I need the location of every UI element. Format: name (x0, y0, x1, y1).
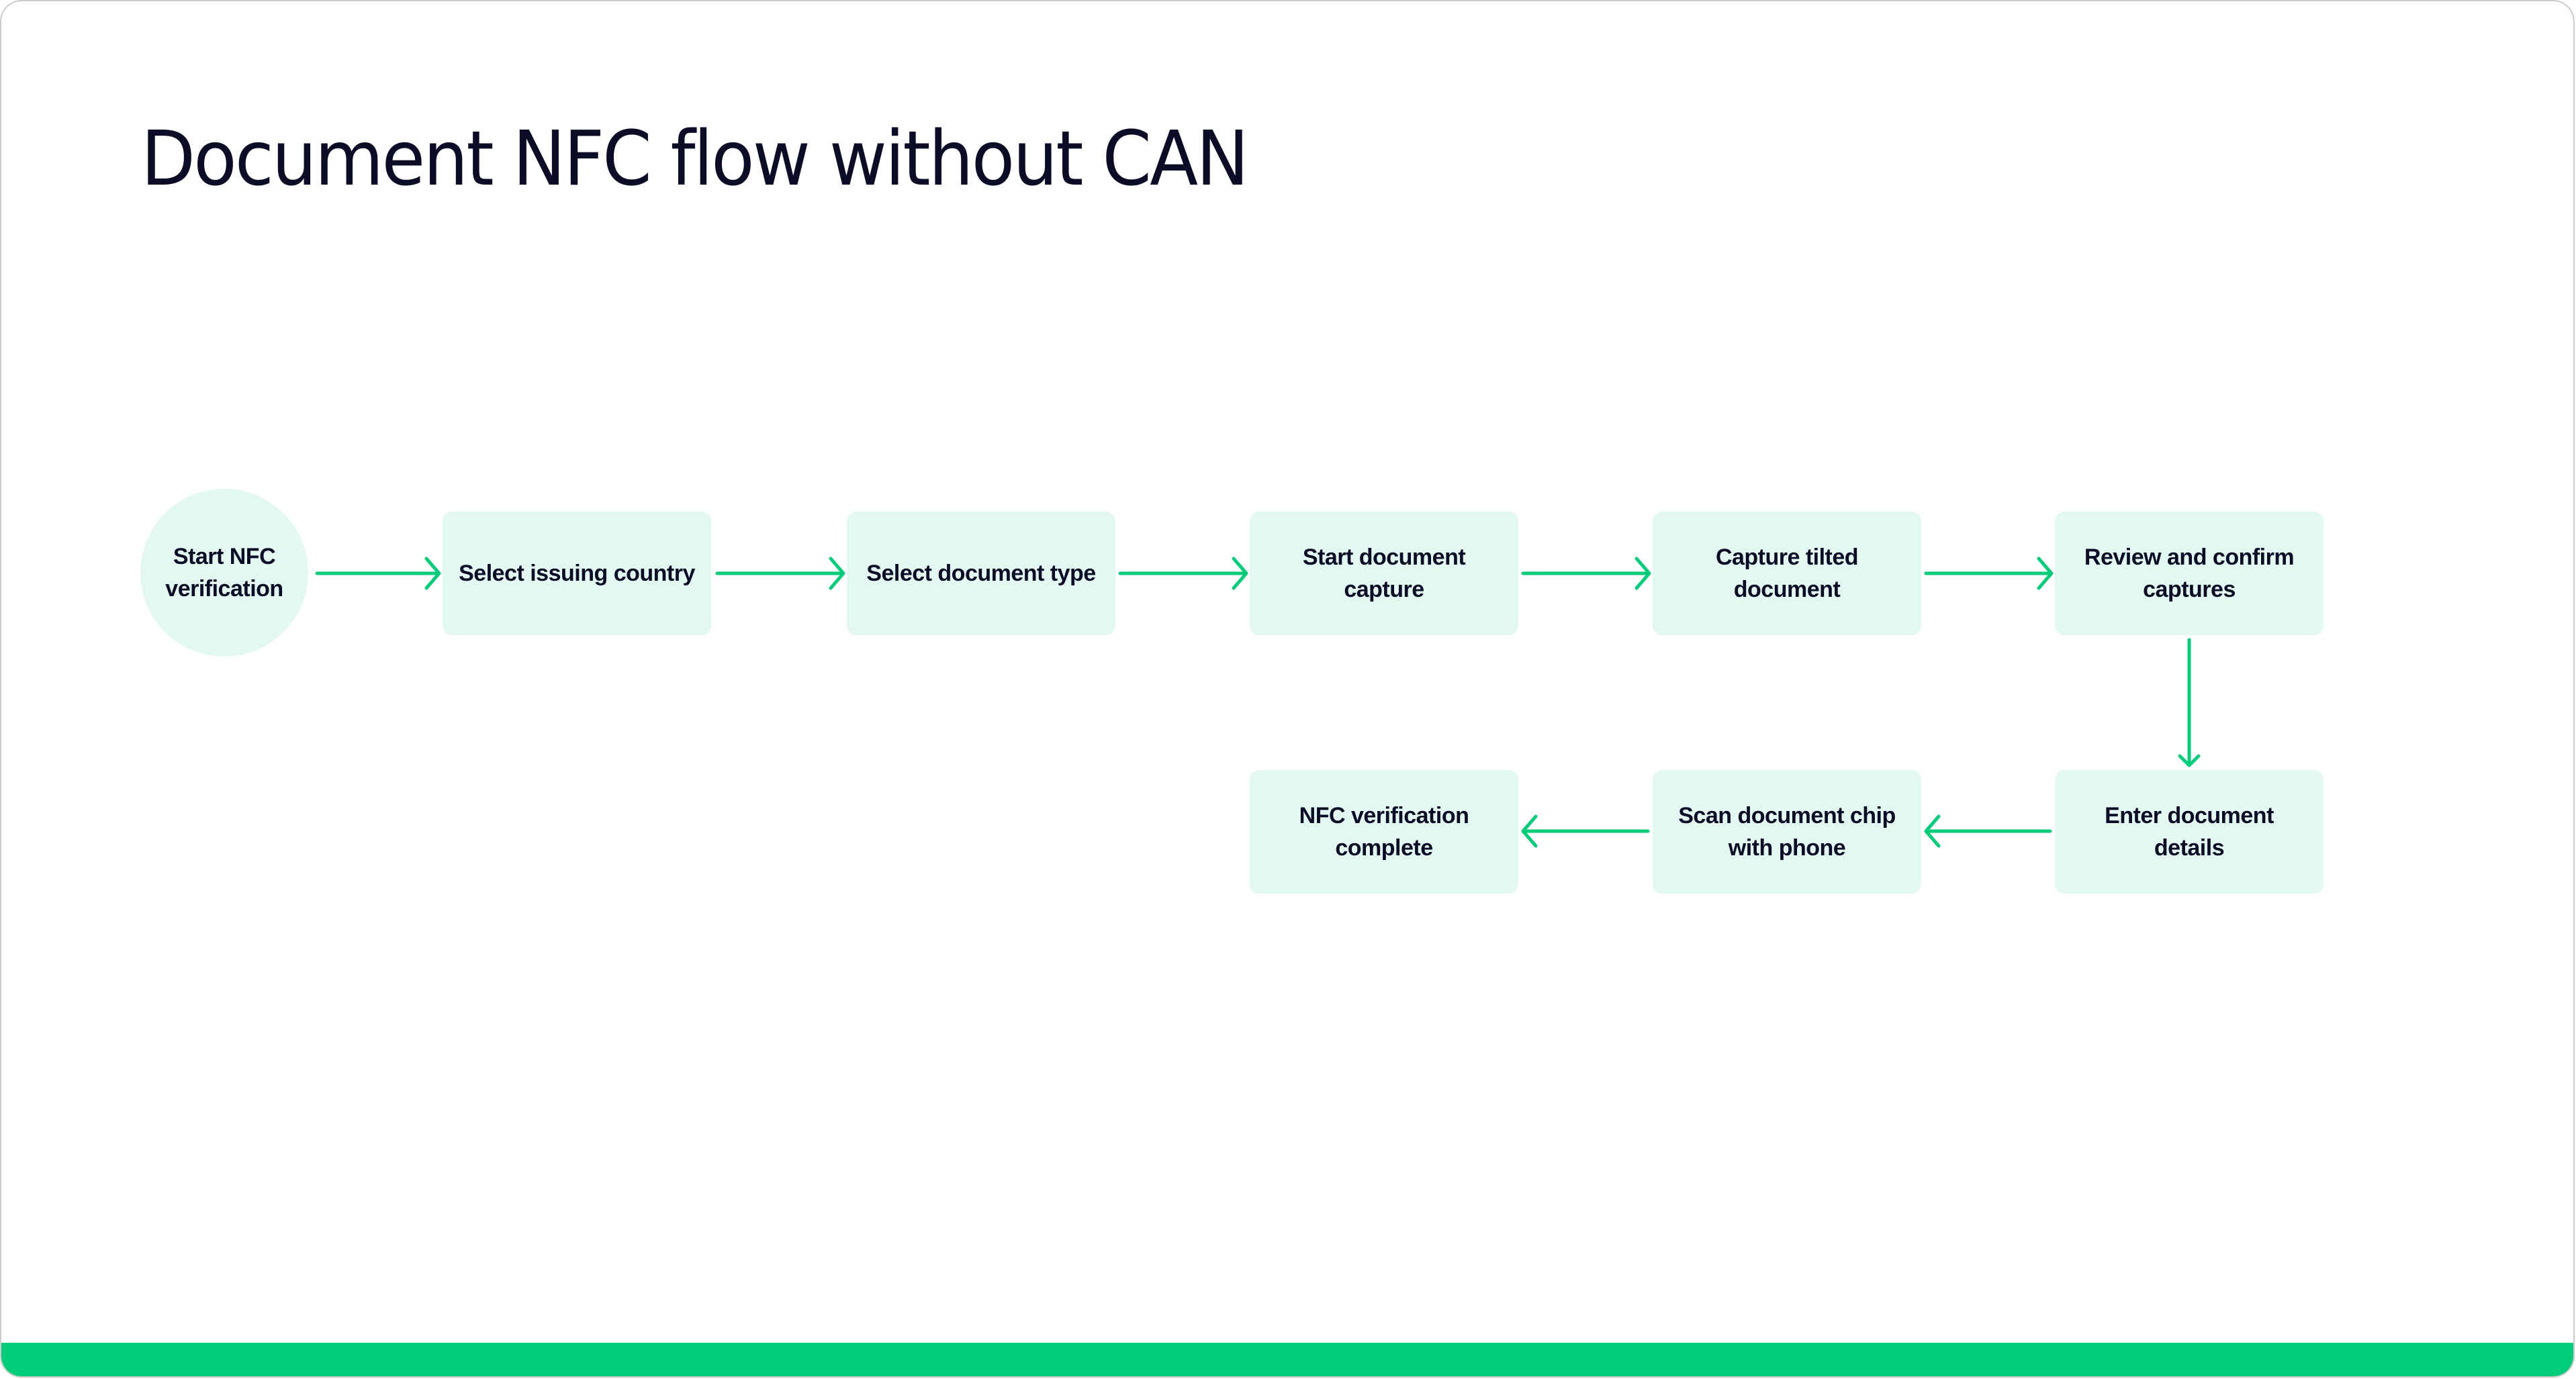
arrow-country-to-doc-type (715, 557, 845, 590)
node-select-issuing-country: Select issuing country (443, 512, 711, 635)
node-capture-tilted-document: Capture tilted document (1653, 512, 1921, 635)
node-label: Enter document details (2105, 803, 2274, 861)
node-enter-document-details: Enter document details (2055, 770, 2324, 894)
arrow-scan-to-complete (1521, 814, 1650, 848)
arrow-start-to-country (315, 557, 441, 590)
node-nfc-verification-complete: NFC verification complete (1250, 770, 1518, 894)
node-review-and-confirm-captures: Review and confirm captures (2055, 512, 2324, 635)
arrow-capture-to-tilted (1521, 557, 1651, 590)
node-label: Start document capture (1302, 544, 1466, 602)
node-label: Select document type (866, 561, 1096, 586)
arrow-tilted-to-review (1924, 557, 2054, 590)
node-label: Scan document chip with phone (1678, 803, 1896, 861)
node-scan-document-chip: Scan document chip with phone (1653, 770, 1921, 894)
footer-accent-bar (1, 1343, 2573, 1376)
arrow-details-to-scan (1924, 814, 2052, 848)
page-title: Document NFC flow without CAN (141, 115, 1249, 203)
node-label: Review and confirm captures (2084, 544, 2295, 602)
arrow-doc-type-to-capture (1118, 557, 1248, 590)
node-label: Start NFC verification (165, 544, 283, 602)
node-start-nfc-verification: Start NFC verification (140, 489, 308, 657)
node-label: NFC verification complete (1299, 803, 1469, 861)
node-select-document-type: Select document type (847, 512, 1115, 635)
node-label: Capture tilted document (1715, 544, 1859, 602)
node-start-document-capture: Start document capture (1250, 512, 1518, 635)
node-label: Select issuing country (459, 561, 695, 586)
arrow-review-to-details (2178, 638, 2201, 767)
